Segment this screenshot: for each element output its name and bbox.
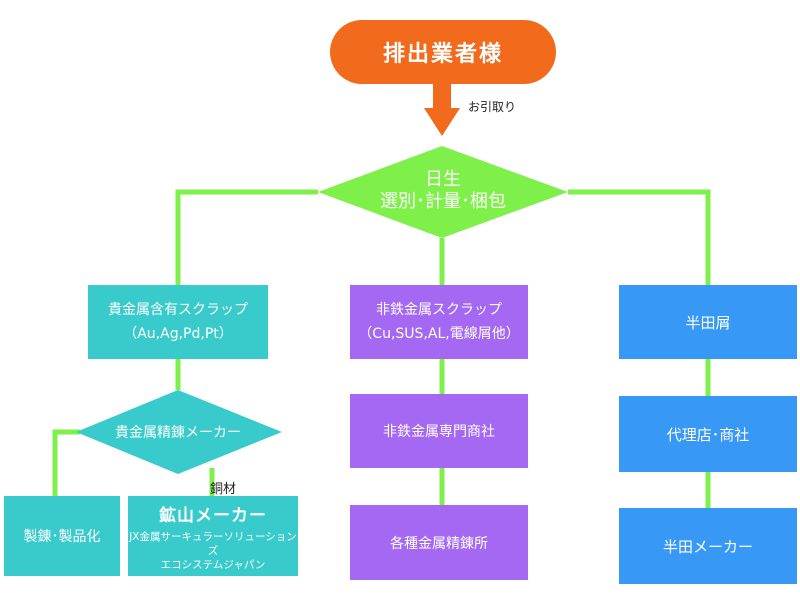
precious-scrap-box: 貴金属含有スクラップ （Au,Ag,Pd,Pt） [88,285,268,359]
nonferrous-trader-label: 非鉄金属専門商社 [383,424,495,440]
center-line2: 選別･計量･梱包 [380,191,506,212]
connector-center-to-right [568,189,711,285]
solder-maker-box: 半田メーカー [619,508,797,584]
decision-diamond [76,390,282,474]
agent-trader-box: 代理店･商社 [619,396,797,472]
connector-center-to-left [175,189,318,285]
nonferrous-trader-box: 非鉄金属専門商社 [350,394,528,468]
mining-title: 鉱山メーカー [159,505,267,526]
metal-refinery-label: 各種金属精錬所 [390,535,488,552]
precious-scrap-line1: 貴金属含有スクラップ [108,302,248,318]
solder-scrap-label: 半田屑 [685,313,731,332]
connector-lines [52,189,711,508]
nonferrous-line2: （Cu,SUS,AL,電線屑他） [358,326,520,342]
refining-box: 製錬･製品化 [4,496,120,576]
start-label: 排出業者様 [382,42,503,67]
connector-decision-to-refining [52,429,80,496]
refining-label: 製錬･製品化 [23,529,101,545]
decision-label: 貴金属精錬メーカー [115,425,241,441]
mining-sub1: JX金属サーキュラーソリューションズ [129,530,297,557]
agent-trader-label: 代理店･商社 [666,425,750,444]
metal-refinery-box: 各種金属精錬所 [350,505,528,580]
mining-sub2: エコシステムジャパン [160,558,266,571]
precious-scrap-line2: （Au,Ag,Pd,Pt） [123,326,233,342]
center-line1: 日生 [425,169,461,190]
copper-label: 銅材 [210,482,237,497]
start-oval [330,20,556,84]
center-node: 日生 選別･計量･梱包 [330,160,556,222]
arrow-head [424,108,460,136]
nonferrous-line1: 非鉄金属スクラップ [376,302,502,318]
solder-scrap-box: 半田屑 [619,285,797,359]
mining-maker-box: 鉱山メーカー JX金属サーキュラーソリューションズ エコシステムジャパン [128,496,298,576]
solder-maker-label: 半田メーカー [662,537,753,556]
decision-node: 貴金属精錬メーカー [98,418,258,446]
arrow-shaft [433,84,451,108]
pickup-label: お引取り [468,100,517,114]
nonferrous-scrap-box: 非鉄金属スクラップ （Cu,SUS,AL,電線屑他） [350,285,528,359]
center-diamond [318,146,568,238]
